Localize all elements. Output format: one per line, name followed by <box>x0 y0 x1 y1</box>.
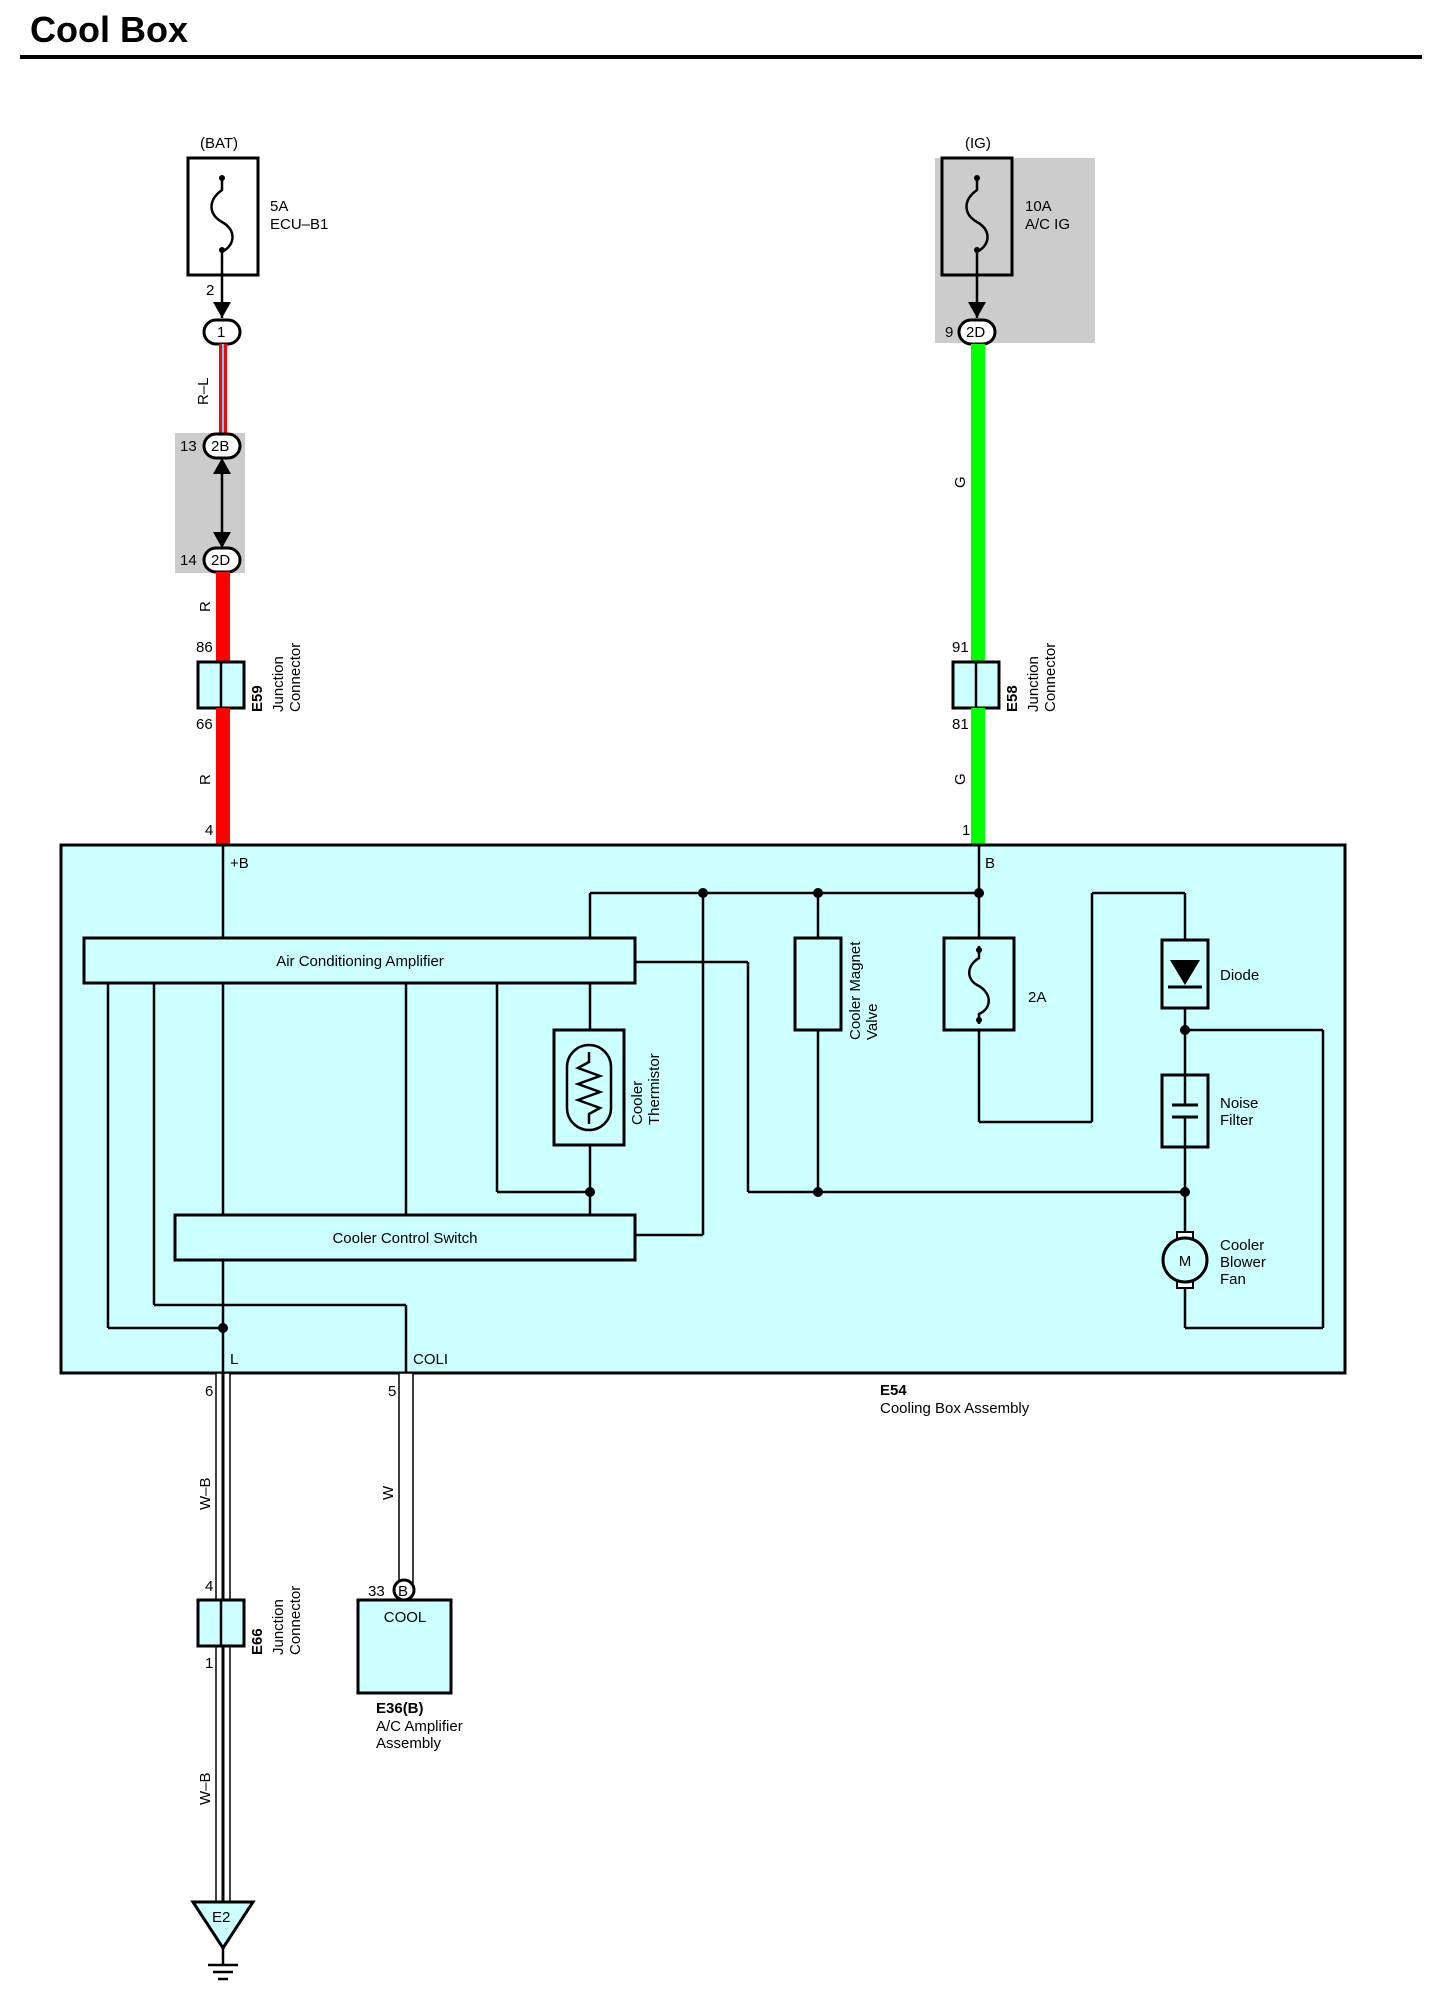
wire-r-upper <box>216 572 230 662</box>
amplifier-label: Air Conditioning Amplifier <box>276 953 444 970</box>
e58-name-line2: Connector <box>1042 643 1059 712</box>
bat-fuse-name: ECU–B1 <box>270 216 328 233</box>
cooler-control-switch <box>173 1213 637 1262</box>
ac-amplifier-name-line1: A/C Amplifier <box>376 1718 463 1735</box>
connector-b-pin: 33 <box>368 1583 385 1600</box>
assembly-name: Cooling Box Assembly <box>880 1400 1030 1417</box>
ac-amplifier-id: E36(B) <box>376 1700 424 1717</box>
arrow-down-icon <box>213 532 231 548</box>
ac-amplifier-assembly <box>356 1598 453 1695</box>
diode-label: Diode <box>1220 967 1259 984</box>
wire-g-upper <box>971 344 985 662</box>
noise-label-line1: Noise <box>1220 1095 1258 1112</box>
thermistor-icon <box>574 1052 604 1124</box>
ground-label: E2 <box>212 1909 230 1926</box>
wire-g-upper-label: G <box>952 476 969 488</box>
e59-id: E59 <box>249 685 266 712</box>
wire-g-lower <box>971 708 985 845</box>
e58-pin-bottom: 81 <box>952 716 969 733</box>
e66-id: E66 <box>249 1628 266 1655</box>
wire-w <box>398 1372 414 1584</box>
connector-2d-right-label: 2D <box>966 324 985 341</box>
wire-wb-lower-label: W–B <box>197 1772 214 1805</box>
pin-b-name: B <box>985 855 995 872</box>
valve-label-line2: Valve <box>864 1004 881 1040</box>
e66-name-line1: Junction <box>270 1599 287 1655</box>
wire-wb-upper-label: W–B <box>197 1477 214 1510</box>
e66-pin-top: 4 <box>205 1578 213 1595</box>
e59-name-line2: Connector <box>287 643 304 712</box>
pin-l-num: 6 <box>205 1383 213 1400</box>
motor-symbol: M <box>1179 1253 1192 1270</box>
wire-wb <box>215 1372 231 1924</box>
pin-plus-b-num: 4 <box>205 822 213 839</box>
pin-coli-name: COLI <box>413 1351 448 1368</box>
valve-label-line1: Cooler Magnet <box>847 941 864 1040</box>
connector-2b-pin: 13 <box>180 438 197 455</box>
bat-fuse-rating: 5A <box>270 198 288 215</box>
connector-2d-left-label: 2D <box>211 552 230 569</box>
e66-pin-bottom: 1 <box>205 1655 213 1672</box>
fuse-2a-label: 2A <box>1028 989 1046 1006</box>
e59-pin-bottom: 66 <box>196 716 213 733</box>
connector-2d-left-pin: 14 <box>180 552 197 569</box>
thermistor-label-line2: Thermistor <box>646 1053 663 1125</box>
noise-label-line2: Filter <box>1220 1112 1253 1129</box>
control-switch-label: Cooler Control Switch <box>332 1230 477 1247</box>
arrow-down-icon <box>213 302 231 318</box>
ac-amplifier-name-line2: Assembly <box>376 1735 442 1752</box>
wire-r-lower <box>216 708 230 845</box>
e59-pin-top: 86 <box>196 639 213 656</box>
connector-2d-right-pin: 9 <box>945 324 953 341</box>
wire-w-label: W <box>380 1485 397 1500</box>
ig-fuse-icon <box>965 176 989 262</box>
fan-label-line2: Blower <box>1220 1254 1266 1271</box>
fuse-icon <box>968 946 990 1024</box>
e58-id: E58 <box>1004 685 1021 712</box>
air-conditioning-amplifier <box>82 936 637 985</box>
ground-icon <box>190 1900 256 1951</box>
wire-r-upper-label: R <box>197 601 214 612</box>
pin-coli-num: 5 <box>388 1383 396 1400</box>
ac-amplifier-terminal: COOL <box>384 1609 427 1626</box>
bat-fuse-icon <box>210 176 234 262</box>
ig-fuse-name: A/C IG <box>1025 216 1070 233</box>
ig-source-label: (IG) <box>965 135 991 152</box>
connector-1-label: 1 <box>217 324 225 341</box>
connector-2b-label: 2B <box>211 438 229 455</box>
assembly-id: E54 <box>880 1382 907 1399</box>
pin-l-name: L <box>230 1351 238 1368</box>
pin-plus-b-name: +B <box>230 855 249 872</box>
diode-icon <box>1170 960 1200 985</box>
fan-label-line1: Cooler <box>1220 1237 1264 1254</box>
pin-b-num: 1 <box>962 822 970 839</box>
e58-pin-top: 91 <box>952 639 969 656</box>
ig-fuse-rating: 10A <box>1025 198 1052 215</box>
bat-source-label: (BAT) <box>200 135 238 152</box>
fan-label-line3: Fan <box>1220 1271 1246 1288</box>
arrow-up-icon <box>213 458 231 474</box>
page-title: Cool Box <box>30 9 188 50</box>
cooler-magnet-valve <box>793 936 843 1032</box>
e58-name-line1: Junction <box>1025 656 1042 712</box>
motor-icon <box>1161 1236 1209 1284</box>
arrow-down-icon <box>968 302 986 318</box>
e59-name-line1: Junction <box>270 656 287 712</box>
wire-rl-label: R–L <box>195 377 212 405</box>
wire-g-lower-label: G <box>952 773 969 785</box>
connector-b-label: B <box>398 1583 408 1600</box>
thermistor-label-line1: Cooler <box>629 1081 646 1125</box>
wire-r-lower-label: R <box>197 774 214 785</box>
bat-fuse-pin: 2 <box>206 282 214 299</box>
e66-name-line2: Connector <box>287 1586 304 1655</box>
